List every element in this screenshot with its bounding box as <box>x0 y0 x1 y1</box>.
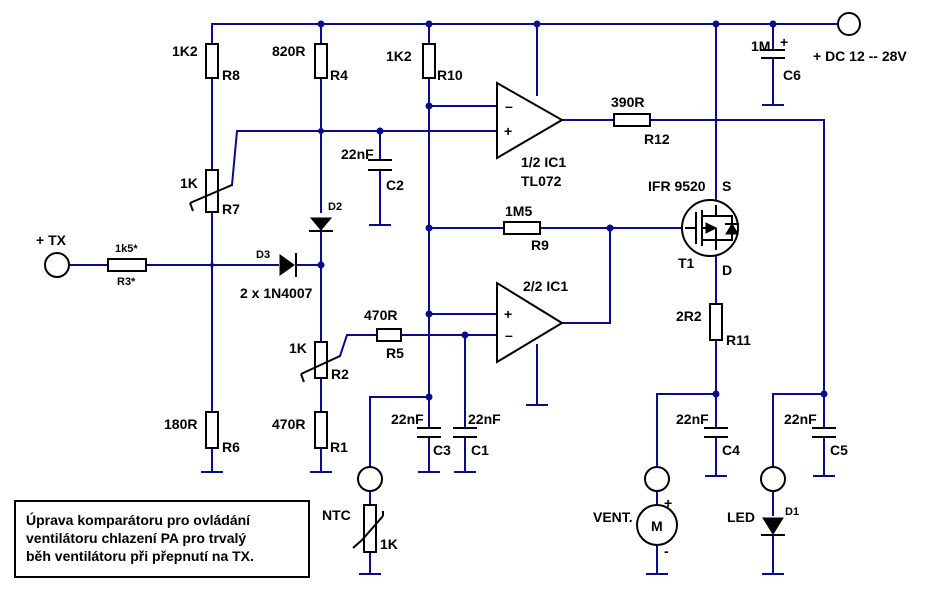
c3-ref: C3 <box>433 442 451 458</box>
c5-value: 22nF <box>784 411 817 427</box>
component-labels: 1K2 R8 820R R4 1K2 R10 1M + C6 + DC 12 -… <box>36 34 907 559</box>
c2-ref: C2 <box>386 177 404 193</box>
r11-value: 2R2 <box>676 308 702 324</box>
r6-value: 180R <box>164 416 197 432</box>
r3-value: 1k5* <box>115 243 138 255</box>
ic1b-plus: + <box>504 306 512 322</box>
diode-d2 <box>309 217 333 232</box>
r9-value: 1M5 <box>505 203 532 219</box>
d1-ref: D1 <box>785 506 799 518</box>
note-line-3: běh ventilátoru při přepnutí na TX. <box>26 548 254 564</box>
opamp-ic1a <box>496 81 565 160</box>
t1-s: S <box>722 178 731 194</box>
resistor-r1 <box>314 411 328 449</box>
capacitor-c1 <box>453 427 477 438</box>
ic1b-minus: – <box>505 327 513 343</box>
c6-ref: C6 <box>783 67 801 83</box>
capacitor-c5 <box>812 427 836 438</box>
c2-value: 22nF <box>341 146 374 162</box>
c1-value: 22nF <box>468 411 501 427</box>
c4-ref: C4 <box>722 442 740 458</box>
r2-ref: R2 <box>331 366 349 382</box>
diode-d3 <box>279 253 297 277</box>
ic1a-ref: 1/2 IC1 <box>521 154 566 170</box>
resistor-r12 <box>613 113 651 127</box>
c5-ref: C5 <box>830 442 848 458</box>
r11-ref: R11 <box>726 332 751 348</box>
r4-value: 820R <box>272 43 305 59</box>
note-line-2: ventilátoru chlazení PA pro trvalý <box>26 530 247 546</box>
ic1a-plus: + <box>504 123 512 139</box>
ntc-label: NTC <box>322 507 351 523</box>
r6-ref: R6 <box>222 439 240 455</box>
d3-type: 2 x 1N4007 <box>240 285 313 301</box>
capacitor-c4 <box>704 427 728 438</box>
r5-ref: R5 <box>386 345 404 361</box>
capacitor-c3 <box>417 427 441 438</box>
resistor-r8 <box>205 43 219 79</box>
trimmer-r2 <box>300 341 341 383</box>
wires <box>68 23 839 575</box>
r10-value: 1K2 <box>386 48 412 64</box>
ic1a-minus: – <box>505 98 513 114</box>
r3-ref: R3* <box>117 276 136 288</box>
resistor-r10 <box>422 43 436 79</box>
d2-ref: D2 <box>328 201 342 213</box>
resistor-r5 <box>376 328 402 342</box>
ic1b-ref: 2/2 IC1 <box>523 278 568 294</box>
r7-ref: R7 <box>222 201 240 217</box>
note-line-1: Úprava komparátoru pro ovládání <box>26 512 251 528</box>
t1-type: IFR 9520 <box>648 178 706 194</box>
mosfet-t1 <box>681 199 739 257</box>
r1-ref: R1 <box>330 439 348 455</box>
d3-ref: D3 <box>256 249 270 261</box>
resistor-r9 <box>503 221 541 235</box>
r12-ref: R12 <box>644 131 670 147</box>
r7-value: 1K <box>180 175 198 191</box>
vent-minus: - <box>664 543 669 559</box>
r10-ref: R10 <box>437 67 463 83</box>
c6-value: 1M <box>751 38 770 54</box>
led-label: LED <box>727 509 755 525</box>
supply-terminal <box>837 12 861 36</box>
ic1a-type: TL072 <box>521 173 562 189</box>
capacitor-c2 <box>368 159 392 171</box>
opamp-ic1b <box>496 281 564 364</box>
resistor-r11 <box>709 303 723 341</box>
ntc-thermistor <box>352 466 384 553</box>
c4-value: 22nF <box>676 411 709 427</box>
resistor-r4 <box>314 43 328 79</box>
vent-plus: + <box>664 495 672 511</box>
description-note: Úprava komparátoru pro ovládání ventilát… <box>14 500 310 578</box>
r4-ref: R4 <box>330 67 348 83</box>
tx-terminal <box>44 252 70 278</box>
supply-label: + DC 12 -- 28V <box>813 48 907 64</box>
capacitor-c6 <box>761 49 785 73</box>
t1-d: D <box>722 262 732 278</box>
r9-ref: R9 <box>531 237 549 253</box>
resistor-r6 <box>205 411 219 449</box>
ntc-value: 1K <box>380 536 398 552</box>
trimmer-r7 <box>189 169 233 213</box>
motor-letter: M <box>651 518 663 534</box>
c3-value: 22nF <box>391 411 424 427</box>
r8-value: 1K2 <box>172 43 198 59</box>
resistor-r3 <box>107 258 147 272</box>
c6-plus: + <box>780 34 788 50</box>
fan-motor <box>636 466 678 546</box>
led-d1 <box>760 466 786 536</box>
r5-value: 470R <box>364 307 397 323</box>
junction-dots <box>210 20 828 401</box>
c1-ref: C1 <box>471 442 489 458</box>
tx-label: + TX <box>36 232 67 248</box>
r2-value: 1K <box>289 340 307 356</box>
r1-value: 470R <box>272 416 305 432</box>
t1-ref: T1 <box>678 255 695 271</box>
vent-label: VENT. <box>593 509 633 525</box>
r8-ref: R8 <box>222 67 240 83</box>
r12-value: 390R <box>611 94 644 110</box>
